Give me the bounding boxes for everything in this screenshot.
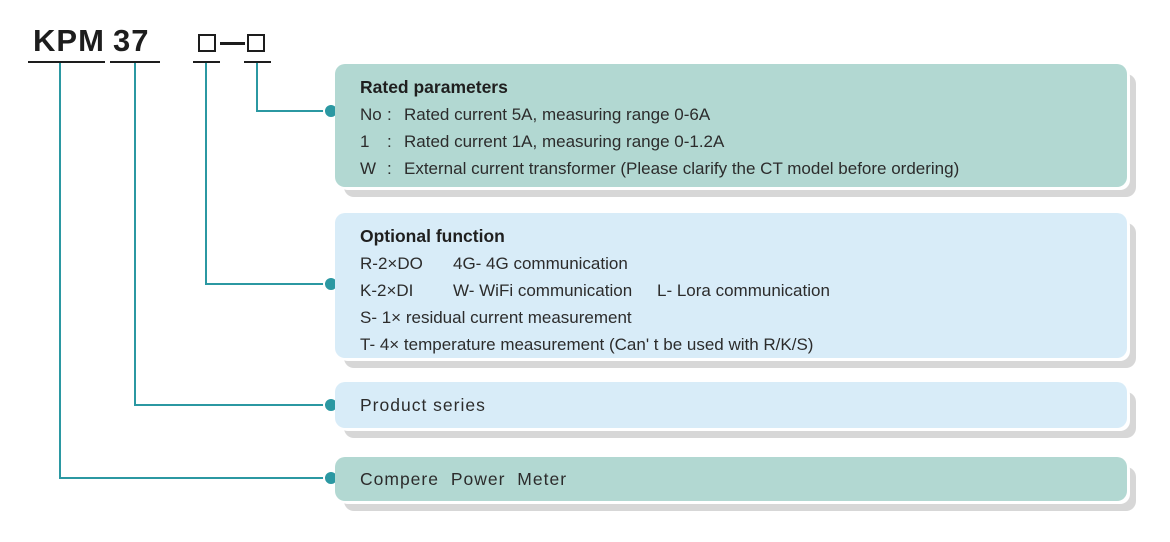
connector-line-meter-name: [59, 477, 325, 479]
rated-parameters-row: No: Rated current 5A, measuring range 0-6…: [360, 101, 1113, 128]
optional-function-row: T- 4× temperature measurement (Can' t be…: [360, 335, 814, 354]
rated-parameters-row: 1: Rated current 1A, measuring range 0-1.…: [360, 128, 1113, 155]
option-description: L- Lora communication: [657, 281, 830, 300]
connector-line-optional-function: [205, 63, 207, 285]
rated-parameters-title: Rated parameters: [360, 77, 508, 97]
product-series-label: Product series: [360, 394, 486, 415]
option-key: No: [360, 105, 382, 124]
option-separator: :: [387, 105, 392, 124]
meter-name-box: Compere Power Meter: [335, 457, 1127, 501]
option-key: 1: [360, 132, 370, 151]
optional-function-row: R-2×DO 4G- 4G communication: [360, 250, 1113, 277]
option-separator: :: [387, 132, 392, 151]
underline-prefix: [28, 61, 105, 63]
optional-function-placeholder-square-icon: [198, 34, 216, 52]
underline-square-2: [244, 61, 271, 63]
underline-square-1: [193, 61, 220, 63]
option-separator: :: [387, 159, 392, 178]
connector-line-product-series: [134, 404, 325, 406]
connector-line-rated-parameters: [256, 63, 258, 112]
connector-line-product-series: [134, 63, 136, 406]
connector-line-optional-function: [205, 283, 325, 285]
optional-function-row: S- 1× residual current measurement: [360, 308, 632, 327]
option-description: 4G- 4G communication: [453, 254, 628, 273]
rated-parameters-row: W: External current transformer (Please c…: [360, 155, 1113, 182]
option-description: External current transformer (Please cla…: [404, 159, 960, 178]
meter-name-label: Compere Power Meter: [360, 468, 568, 489]
model-prefix-label: KPM: [33, 23, 105, 58]
option-code: K-2×DI: [360, 281, 414, 300]
product-series-box: Product series: [335, 382, 1127, 428]
connector-line-meter-name: [59, 63, 61, 479]
option-description: W- WiFi communication: [453, 281, 633, 300]
optional-function-row: K-2×DI W- WiFi communication L- Lora commu…: [360, 277, 1113, 304]
optional-function-box: Optional function R-2×DO 4G- 4G communica…: [335, 213, 1127, 358]
option-key: W: [360, 159, 377, 178]
rated-parameters-placeholder-square-icon: [247, 34, 265, 52]
option-description: Rated current 5A, measuring range 0-6A: [404, 105, 711, 124]
optional-function-title: Optional function: [360, 226, 505, 246]
model-series-number-label: 37: [113, 23, 150, 58]
option-description: Rated current 1A, measuring range 0-1.2A: [404, 132, 725, 151]
connector-line-rated-parameters: [256, 110, 325, 112]
model-code-dash-icon: [220, 42, 245, 45]
option-code: R-2×DO: [360, 254, 423, 273]
rated-parameters-box: Rated parameters No: Rated current 5A, me…: [335, 64, 1127, 187]
underline-series: [110, 61, 160, 63]
